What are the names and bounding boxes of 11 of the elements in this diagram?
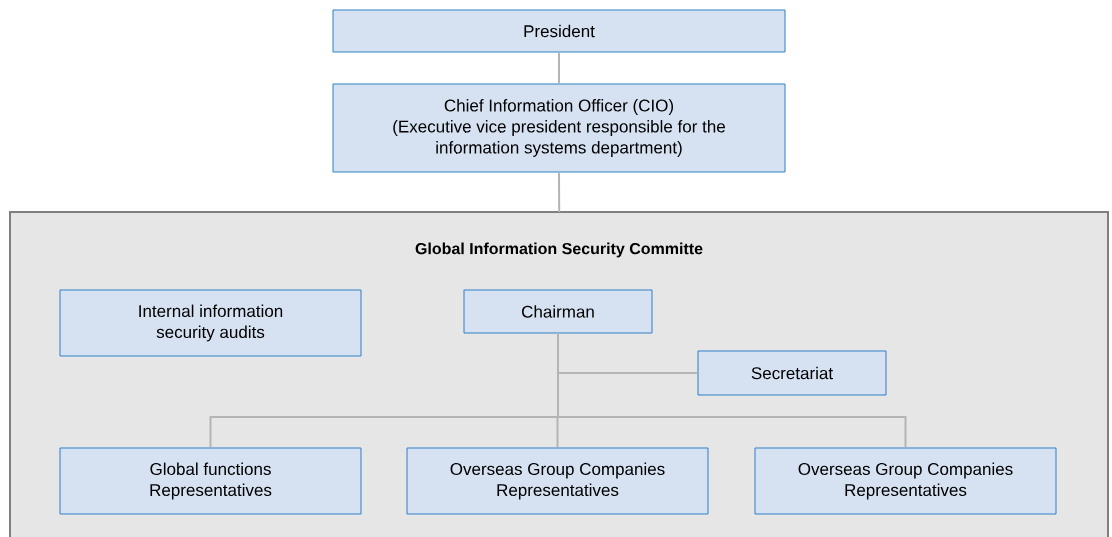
connector-line xyxy=(557,332,907,449)
connector-line xyxy=(558,171,561,213)
org-box: President xyxy=(332,9,786,53)
connector-line xyxy=(558,51,560,85)
org-box: Internal information security audits xyxy=(59,289,362,357)
org-box: Overseas Group Companies Representatives xyxy=(406,447,709,515)
org-box: Global functions Representatives xyxy=(59,447,362,515)
org-box: Chief Information Officer (CIO) (Executive vice president responsible for the information systems department) xyxy=(332,83,786,173)
org-box: Overseas Group Companies Representatives xyxy=(754,447,1057,515)
org-box: Chairman xyxy=(463,289,653,334)
org-box: Secretariat xyxy=(697,350,887,396)
